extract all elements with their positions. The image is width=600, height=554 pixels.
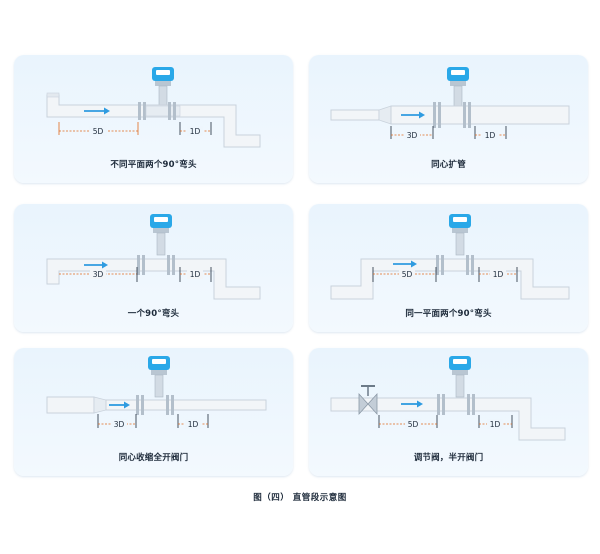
- figure-caption: 图（四） 直管段示意图: [253, 493, 347, 503]
- upstream-length-label: 3D: [93, 270, 104, 279]
- panel-caption: 调节阀，半开阀门: [413, 453, 484, 463]
- downstream-length-label: 1D: [188, 420, 199, 429]
- flowmeter-icon: [447, 67, 469, 107]
- upstream-length-label: 5D: [408, 420, 419, 429]
- panel-single-elbow: 3D 1D 一个90°弯头: [14, 204, 293, 332]
- downstream-length-label: 1D: [493, 270, 504, 279]
- panel-two-elbows-same-plane: 5D 1D 同一平面两个90°弯头: [309, 204, 588, 332]
- flowmeter-icon: [152, 67, 174, 107]
- panel-concentric-reducer-open-valve: 3D 1D 同心收缩全开阀门: [14, 348, 293, 476]
- flow-arrow-icon: [109, 401, 130, 409]
- flowmeter-icon: [449, 214, 471, 256]
- pipe-diagram: 5D 1D: [330, 356, 566, 441]
- flowmeter-icon: [150, 214, 172, 256]
- flowmeter-icon: [449, 356, 471, 398]
- flow-arrow-icon: [401, 111, 425, 119]
- downstream-length-label: 1D: [490, 420, 501, 429]
- flow-arrow-icon: [393, 260, 417, 268]
- valve-icon: [358, 385, 378, 416]
- flow-arrow-icon: [84, 261, 108, 269]
- panel-control-valve-half-open: 5D 1D 调节阀，半开阀门: [309, 348, 588, 476]
- panel-caption: 同心收缩全开阀门: [118, 453, 189, 463]
- panel-caption: 不同平面两个90°弯头: [110, 160, 197, 170]
- pipe-diagram: 5D 1D: [330, 214, 570, 300]
- flow-arrow-icon: [84, 107, 110, 115]
- panel-concentric-expander: 3D 1D 同心扩管: [309, 55, 588, 183]
- pipe-diagram: 3D 1D: [46, 214, 261, 300]
- downstream-length-label: 1D: [190, 127, 201, 136]
- downstream-length-label: 1D: [485, 131, 496, 140]
- panel-caption: 一个90°弯头: [127, 309, 180, 319]
- upstream-length-label: 5D: [93, 127, 104, 136]
- flowmeter-icon: [148, 356, 170, 398]
- upstream-length-label: 5D: [402, 270, 413, 279]
- upstream-length-label: 3D: [407, 131, 418, 140]
- pipe-diagram: 5D 1D: [46, 67, 261, 148]
- panel-caption: 同一平面两个90°弯头: [405, 309, 492, 319]
- pipe-diagram: 3D 1D: [46, 356, 267, 429]
- flow-arrow-icon: [401, 400, 423, 408]
- pipe-diagram: 3D 1D: [330, 67, 570, 140]
- panel-caption: 同心扩管: [431, 160, 466, 170]
- panel-two-elbows-different-planes: 5D 1D 不同平面两个90°弯头: [14, 55, 293, 183]
- upstream-length-label: 3D: [114, 420, 125, 429]
- downstream-length-label: 1D: [190, 270, 201, 279]
